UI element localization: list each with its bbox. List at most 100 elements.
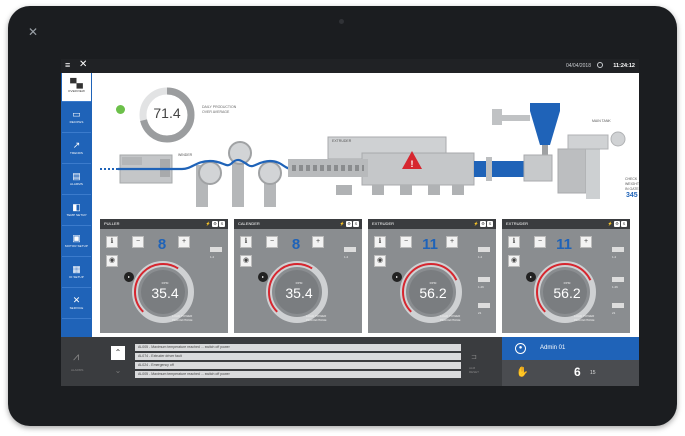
alarm-item[interactable]: AL024 - Emergency off xyxy=(135,362,461,369)
panel-title: EXTRUDER xyxy=(372,221,395,226)
load-icon: ▸ xyxy=(392,272,402,282)
power-button[interactable]: ◉ xyxy=(374,255,386,267)
settings-icon[interactable]: ⚙ xyxy=(346,221,352,227)
setpoint-value: 8 xyxy=(291,236,301,253)
sidebar-item-alarms[interactable]: ▤ ALARMS xyxy=(62,166,91,195)
user-count: 15 xyxy=(590,370,596,376)
info-button[interactable]: ℹ xyxy=(240,236,252,248)
winder-label: WINDER xyxy=(178,153,193,157)
dial-unit: RPM xyxy=(161,281,169,285)
status-indicator xyxy=(116,105,125,114)
caption-line: PERCENTAGE xyxy=(172,318,193,322)
alarm-item[interactable]: AL074 - Extruder driver fault xyxy=(135,353,461,360)
hand-icon[interactable]: ✋ xyxy=(516,367,529,378)
bolt-icon: ⚡ xyxy=(607,221,613,226)
stat-value: 1.2 xyxy=(210,255,215,259)
speed-icon[interactable]: S xyxy=(353,221,359,227)
user-name: Admin 01 xyxy=(540,345,566,351)
alarm-item[interactable]: AL005 - Maximum temperature reached ... … xyxy=(135,344,461,351)
sidebar-item-trends[interactable]: ↗ TRENDS xyxy=(62,135,91,164)
dial-caption: LOAD POWER PERCENTAGE xyxy=(440,314,460,322)
temp-icon: ◧ xyxy=(72,202,81,212)
alarm-item[interactable]: AL005 - Maximum temperature reached ... … xyxy=(135,371,461,378)
increase-button[interactable]: + xyxy=(580,236,592,248)
sidebar-item-service[interactable]: ✕ SERVICE xyxy=(62,290,91,319)
drive-panel-calender: CALENDER ⚡⚙S ℹ − 8 + ◉ ▸ RPM 35.4 LOAD P… xyxy=(234,219,362,333)
clipboard-icon: ▤ xyxy=(72,171,81,181)
level-bar xyxy=(478,277,490,282)
decrease-button[interactable]: − xyxy=(266,236,278,248)
settings-icon[interactable]: ⚙ xyxy=(212,221,218,227)
settings-icon[interactable]: ⚙ xyxy=(614,221,620,227)
close-icon[interactable]: ✕ xyxy=(79,59,88,70)
caption-line: DAILY PRODUCTION xyxy=(202,105,237,109)
clock-icon xyxy=(597,62,603,68)
label-line: CHECK WEIGHT xyxy=(625,177,639,186)
date-readout: 04/04/2018 xyxy=(565,63,591,69)
bolt-icon: ⚡ xyxy=(205,221,211,226)
tools-icon: ✕ xyxy=(72,295,81,305)
main-tank-label: MAIN TANK xyxy=(592,119,611,123)
level-bar xyxy=(612,303,624,308)
info-button[interactable]: ℹ xyxy=(374,236,386,248)
power-button[interactable]: ◉ xyxy=(508,255,520,267)
settings-icon[interactable]: ⚙ xyxy=(480,221,486,227)
alarm-reset-label: ALM RESET xyxy=(469,366,479,374)
sidebar-item-temp-setup[interactable]: ◧ TEMP SETUP xyxy=(62,197,91,226)
dial-value: 56.2 xyxy=(553,285,581,301)
load-icon: ▸ xyxy=(124,272,134,282)
stat-value: 21 xyxy=(612,311,616,315)
speed-icon[interactable]: S xyxy=(219,221,225,227)
production-gauge: 71.4 xyxy=(138,86,196,144)
sidebar-item-recipes[interactable]: ▭ RECIPES xyxy=(62,104,91,133)
label-line: ALM xyxy=(469,366,476,370)
decrease-button[interactable]: − xyxy=(132,236,144,248)
info-button[interactable]: ℹ xyxy=(508,236,520,248)
caption-line: OVER AVERAGE xyxy=(202,110,230,114)
extruder-label: EXTRUDER xyxy=(332,139,352,143)
tablet-device: ✕ ≡ ✕ 04/04/2018 11:24:12 ▀▄ OVERVIEW ▭ … xyxy=(8,6,677,426)
sidebar-item-io-setup[interactable]: ▦ IO SETUP xyxy=(62,259,91,288)
camera-dot xyxy=(339,19,344,24)
drive-panel-extruder-1: EXTRUDER ⚡⚙S ℹ − 11 + ◉ ▸ RPM 56.2 LOAD … xyxy=(368,219,496,333)
speed-icon[interactable]: S xyxy=(487,221,493,227)
sidebar-item-overview[interactable]: ▀▄ OVERVIEW xyxy=(62,73,91,102)
panel-header: EXTRUDER ⚡⚙S xyxy=(368,219,496,229)
sidebar-item-label: TRENDS xyxy=(70,151,83,155)
power-button[interactable]: ◉ xyxy=(106,255,118,267)
decrease-button[interactable]: − xyxy=(534,236,546,248)
power-button[interactable]: ◉ xyxy=(240,255,252,267)
scroll-down-button[interactable]: ⌄ xyxy=(114,366,122,375)
panel-header: EXTRUDER ⚡⚙S xyxy=(502,219,630,229)
setpoint-value: 11 xyxy=(556,236,572,253)
label-line: RESET xyxy=(469,370,480,374)
alarm-chart-icon[interactable]: ⩘ xyxy=(73,351,80,363)
production-caption: DAILY PRODUCTION OVER AVERAGE xyxy=(202,105,236,115)
dial-caption: LOAD POWER PERCENTAGE xyxy=(306,314,326,322)
process-overview: 71.4 DAILY PRODUCTION OVER AVERAGE xyxy=(92,73,639,217)
sidebar-item-label: TEMP SETUP xyxy=(66,213,87,217)
sidebar-item-motor-setup[interactable]: ▣ MOTOR SETUP xyxy=(62,228,91,257)
level-bar xyxy=(478,303,490,308)
stat-value: 1.26 xyxy=(612,285,618,289)
bolt-icon: ⚡ xyxy=(473,221,479,226)
alarm-reset-icon[interactable]: ⊐ xyxy=(471,354,477,361)
caption-line: LOAD POWER xyxy=(306,314,327,318)
machine-icon: ▀▄ xyxy=(70,78,83,88)
scroll-up-button[interactable]: ⌃ xyxy=(111,346,125,360)
time-readout: 11:24:12 xyxy=(613,63,635,69)
check-weight-value: 345 xyxy=(626,192,638,199)
info-button[interactable]: ℹ xyxy=(106,236,118,248)
increase-button[interactable]: + xyxy=(312,236,324,248)
close-icon[interactable]: ✕ xyxy=(28,25,39,39)
decrease-button[interactable]: − xyxy=(400,236,412,248)
increase-button[interactable]: + xyxy=(446,236,458,248)
speed-icon[interactable]: S xyxy=(621,221,627,227)
level-bar xyxy=(344,247,356,252)
increase-button[interactable]: + xyxy=(178,236,190,248)
process-line-diagram: ! xyxy=(100,103,626,207)
user-status: ✋ 6 15 xyxy=(502,360,639,386)
load-icon: ▸ xyxy=(526,272,536,282)
user-bar[interactable]: ● Admin 01 xyxy=(502,337,639,360)
hamburger-icon[interactable]: ≡ xyxy=(65,60,71,70)
